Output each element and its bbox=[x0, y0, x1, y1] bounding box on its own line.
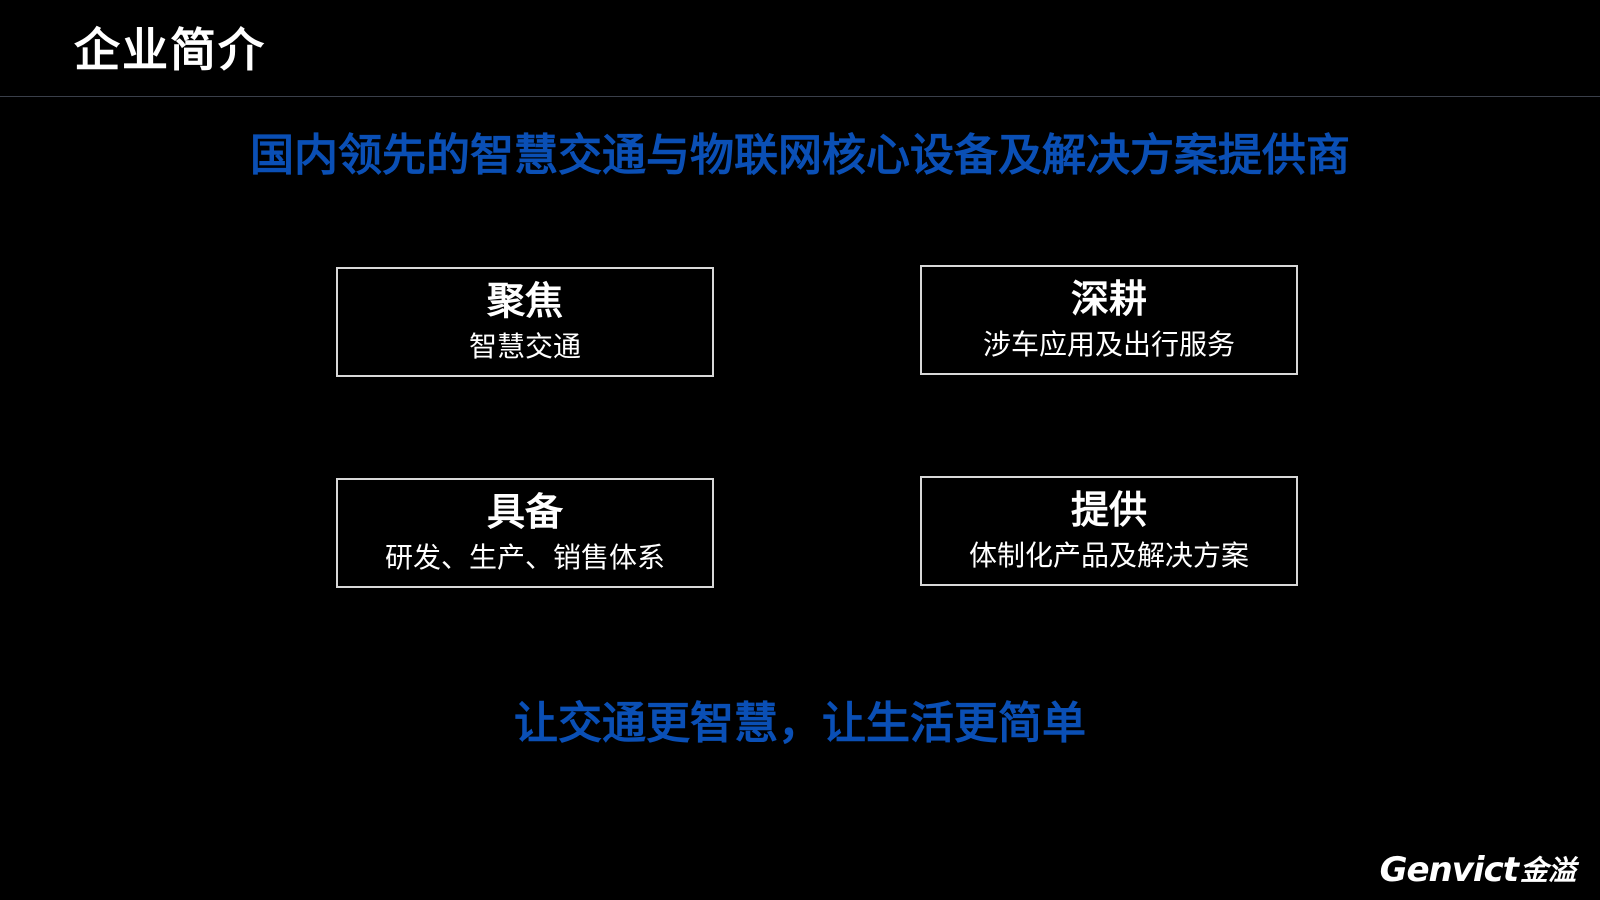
card-capabilities: 具备 研发、生产、销售体系 bbox=[336, 478, 714, 588]
card-deep-cultivation: 深耕 涉车应用及出行服务 bbox=[920, 265, 1298, 375]
card-subtitle: 研发、生产、销售体系 bbox=[384, 541, 665, 574]
card-title: 深耕 bbox=[1070, 277, 1147, 321]
logo-wordmark-cjk: 金溢 bbox=[1519, 854, 1576, 887]
card-subtitle: 体制化产品及解决方案 bbox=[968, 539, 1249, 572]
logo-wordmark-latin: Genvict bbox=[1379, 850, 1519, 890]
company-logo: Genvict 金溢 bbox=[1380, 850, 1576, 890]
title-divider bbox=[0, 96, 1600, 97]
card-provide: 提供 体制化产品及解决方案 bbox=[920, 476, 1298, 586]
card-title: 具备 bbox=[486, 490, 563, 534]
headline: 国内领先的智慧交通与物联网核心设备及解决方案提供商 bbox=[250, 130, 1350, 181]
card-title: 聚焦 bbox=[486, 279, 563, 323]
card-title: 提供 bbox=[1070, 488, 1147, 532]
card-subtitle: 涉车应用及出行服务 bbox=[982, 328, 1235, 361]
card-focus: 聚焦 智慧交通 bbox=[336, 267, 714, 377]
card-subtitle: 智慧交通 bbox=[468, 330, 581, 363]
slogan: 让交通更智慧，让生活更简单 bbox=[514, 698, 1086, 749]
page-title: 企业简介 bbox=[74, 23, 266, 77]
